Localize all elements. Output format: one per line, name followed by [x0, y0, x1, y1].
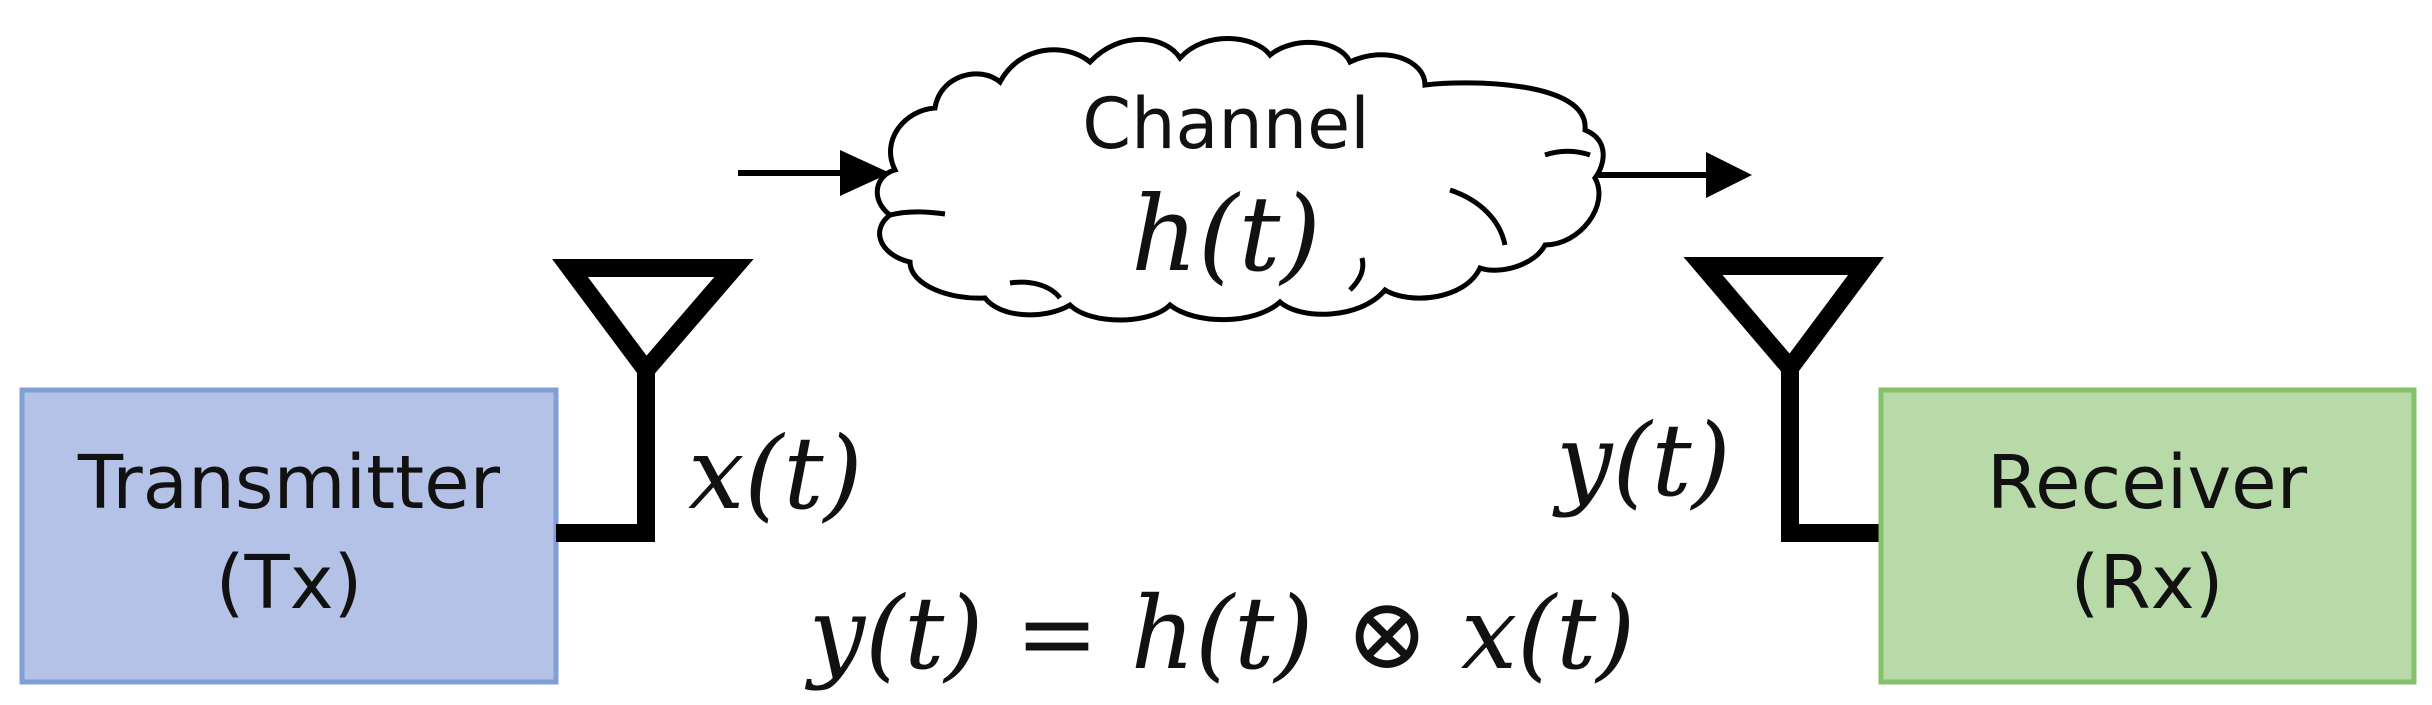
received-signal-label: y(t)	[1552, 402, 1731, 519]
channel-label: Channel	[1082, 83, 1369, 165]
channel-cloud-icon	[874, 36, 1606, 323]
receiver-label: Receiver	[1987, 440, 2308, 526]
transmitter-box	[19, 387, 559, 685]
receiver-block: Receiver (Rx)	[1878, 387, 2417, 685]
receiver-box	[1878, 387, 2417, 685]
transmitted-signal-label: x(t)	[688, 415, 863, 532]
channel-function: h(t)	[1131, 173, 1321, 295]
rx-antenna-icon	[1683, 257, 1884, 542]
transmitter-sublabel: (Tx)	[216, 540, 363, 626]
convolution-equation: y(t) = h(t) ⊗ x(t)	[805, 575, 1636, 692]
tx-antenna-icon	[552, 259, 754, 542]
transmitter-label: Transmitter	[77, 440, 501, 526]
receiver-sublabel: (Rx)	[2071, 540, 2224, 626]
transmitter-block: Transmitter (Tx)	[19, 387, 559, 685]
output-arrow	[1598, 152, 1752, 198]
input-arrow	[738, 150, 890, 196]
